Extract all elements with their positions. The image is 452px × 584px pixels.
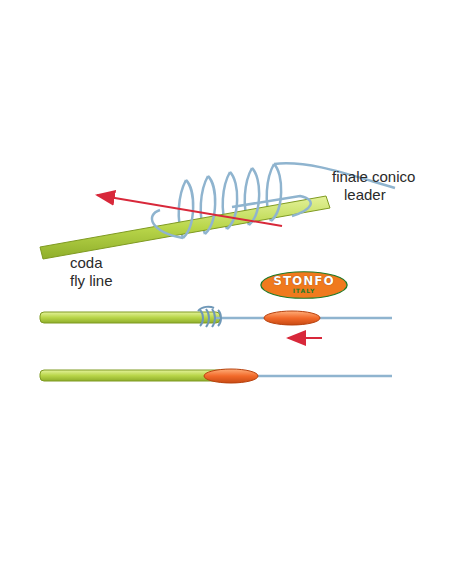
logo-badge: STONFOITALY [260,271,348,299]
pull-arrow [97,195,282,226]
sleeve [204,369,258,383]
logo-subtext: ITALY [260,288,348,295]
fly-line [40,196,330,259]
part-label: coda [70,254,103,271]
part-label: leader [344,186,386,203]
part-label: finale conico [332,168,415,185]
knot-coils [198,307,221,327]
sleeve [264,311,320,325]
fly-line [40,370,230,381]
logo-text: STONFO [260,275,348,288]
leader-tag [232,196,311,216]
slide-arrow [288,337,322,339]
part-label: fly line [70,272,113,289]
fly-line [40,312,220,323]
